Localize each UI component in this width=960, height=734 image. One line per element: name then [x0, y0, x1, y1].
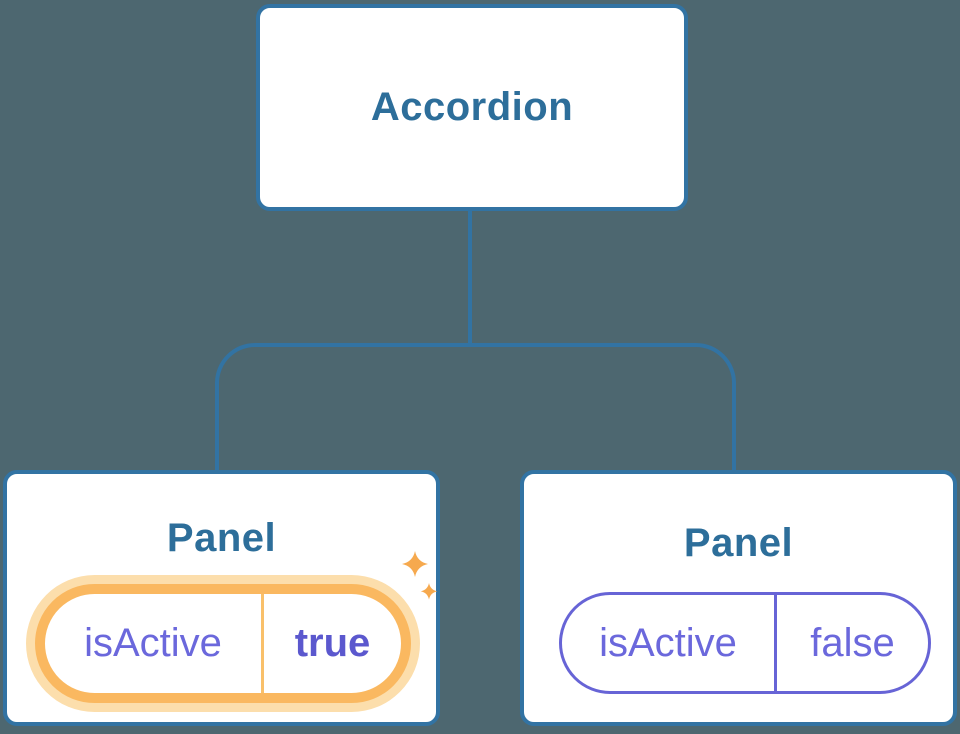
accordion-node: Accordion: [256, 4, 688, 211]
pill-divider: [261, 594, 264, 693]
prop-pill-active: isActive true: [35, 584, 411, 703]
connector-stem-line: [468, 209, 472, 347]
prop-value-label: false: [810, 620, 895, 665]
panel-label: Panel: [166, 516, 277, 560]
panel-label: Panel: [683, 521, 794, 565]
prop-value-label: true: [294, 621, 371, 665]
accordion-label: Accordion: [370, 85, 574, 129]
sparkles-icon: [402, 551, 438, 600]
prop-name-label: isActive: [84, 621, 222, 665]
prop-name-label: isActive: [599, 620, 737, 665]
prop-pill-inactive: isActive false: [559, 592, 931, 694]
panel-node-inactive: Panel isActive false: [520, 470, 957, 726]
panel-node-active: Panel isActive true: [3, 470, 440, 726]
pill-divider: [774, 595, 777, 691]
connector-branch-line: [215, 343, 736, 471]
